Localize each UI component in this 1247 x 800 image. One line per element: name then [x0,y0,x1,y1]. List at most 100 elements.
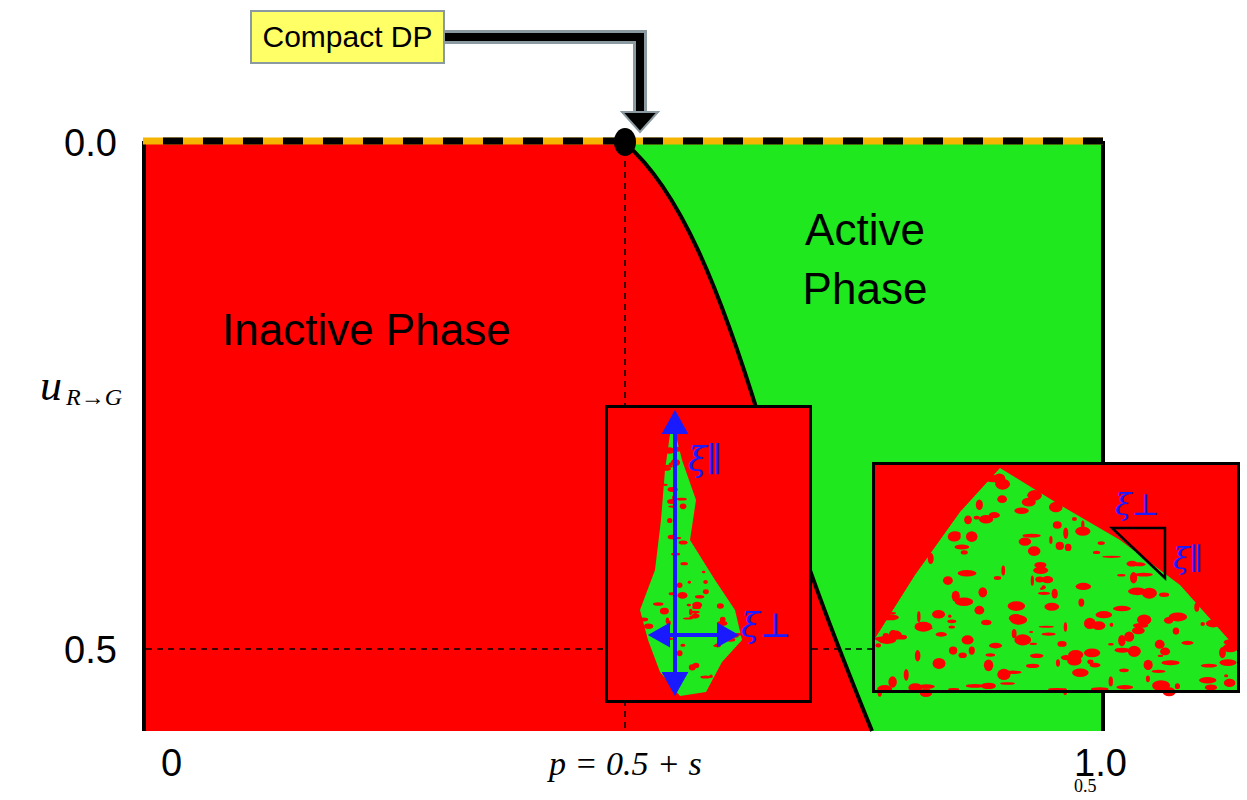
callout-label: Compact DP [262,20,432,54]
texture-hole [997,669,1010,680]
critical-point [614,128,636,156]
texture-hole [1108,643,1114,645]
texture-hole [667,518,672,523]
texture-hole [689,664,696,670]
inset-ground [872,462,1240,693]
texture-hole [1078,598,1084,606]
texture-hole [1128,588,1146,596]
texture-hole [1144,660,1153,670]
texture-hole [1065,544,1072,551]
texture-hole [959,652,967,658]
texture-hole [958,570,977,577]
texture-hole [1029,643,1037,645]
texture-hole [875,643,881,647]
texture-hole [1008,601,1026,611]
texture-hole [703,580,708,584]
axis-title: p = 0.5 + s [549,745,702,783]
texture-hole [1199,677,1216,683]
texture-hole [882,614,899,620]
cluster [640,420,742,696]
texture-hole [976,499,983,510]
texture-hole [989,643,1002,649]
texture-hole [702,571,706,574]
texture-hole [688,581,691,584]
texture-hole [1159,592,1169,596]
texture-hole [669,462,673,465]
axis-line [142,141,146,731]
texture-hole [1090,663,1101,668]
texture-hole [984,660,993,672]
texture-hole [677,592,687,599]
texture-hole [948,532,961,542]
texture-hole [949,625,955,628]
texture-hole [950,531,961,537]
texture-hole [1039,626,1054,628]
texture-hole [694,612,698,614]
texture-hole [1194,603,1199,612]
texture-hole [1076,583,1091,590]
texture-hole [1219,659,1236,666]
texture-hole [1056,542,1064,550]
texture-hole [995,479,1010,490]
texture-hole [1206,620,1221,628]
texture-hole [969,646,975,654]
texture-hole [1201,664,1217,668]
texture-hole [1035,577,1044,583]
callout-arrow [420,37,640,118]
axis-tick: 0.0 [64,122,117,165]
texture-hole [1200,622,1204,626]
texture-hole [1001,566,1005,576]
texture-hole [1161,660,1179,665]
texture-hole [1124,632,1134,642]
axis-subscript: R→G [66,384,122,411]
texture-hole [1029,631,1033,633]
inset-box: ξ∥ξ⊥ [605,405,812,703]
texture-hole [1034,562,1046,568]
texture-hole [986,653,996,656]
callout-box: Compact DP [250,10,445,64]
texture-hole [936,632,947,637]
texture-hole [660,467,671,470]
texture-hole [660,608,669,615]
texture-hole [1027,490,1042,501]
axis-title: u [40,360,62,411]
texture-hole [1064,622,1067,631]
texture-hole [1098,541,1105,545]
callout-arrow [420,37,640,118]
texture-hole [954,544,969,549]
texture-hole [1224,674,1228,677]
texture-hole [1049,536,1052,544]
texture-hole [660,484,668,486]
texture-hole [1012,629,1017,638]
axis-tick: 0 [161,742,182,785]
texture-hole [1128,646,1141,657]
texture-hole [981,620,991,625]
texture-hole [1155,640,1165,649]
texture-hole [692,602,702,609]
texture-hole [700,675,710,678]
texture-hole [653,602,664,606]
texture-hole [1113,606,1131,612]
texture-hole [915,650,921,661]
texture-hole [1146,675,1150,682]
texture-hole [1117,574,1125,577]
texture-hole [1116,685,1133,689]
texture-hole [1158,655,1164,657]
texture-hole [1068,650,1083,660]
texture-hole [644,623,653,628]
texture-hole [948,615,951,618]
texture-hole [1049,502,1063,512]
texture-hole [1135,573,1153,577]
guide-line [146,648,605,650]
texture-hole [962,635,974,644]
texture-hole [1000,682,1015,685]
axis-tick: 0.5 [1074,776,1097,797]
arrow-head [622,112,658,132]
texture-hole [1102,556,1121,558]
cluster [874,468,1238,693]
length-symbol: ξ⊥ [1115,487,1160,522]
texture-hole [1014,507,1028,514]
texture-hole [683,618,693,620]
